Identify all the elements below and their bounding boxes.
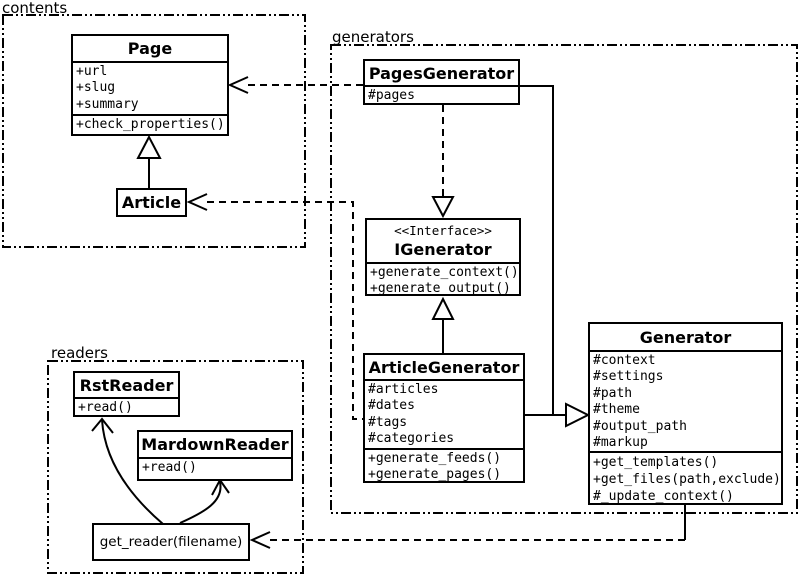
methods-compartment-articlegenerator: +generate_feeds() +generate_pages() [365,450,523,481]
class-title-mardownreader: MardownReader [139,432,291,459]
attribute-row: #settings [593,369,664,385]
dependency-arrow-generator-to-getreader [249,505,686,549]
method-row: +generate_output() [370,281,511,294]
attributes-compartment-page: +url +slug +summary [73,63,227,116]
attribute-row: #categories [368,431,455,447]
inheritance-arrow-article-to-page [136,134,162,188]
class-title-pagesgenerator: PagesGenerator [365,61,518,87]
method-row: +check_properties() [76,117,225,132]
package-border-generators [330,44,798,514]
methods-compartment-mardownreader: +read() [139,459,291,479]
attributes-compartment-articlegenerator: #articles #dates #tags #categories [365,381,523,450]
class-box-article: Article [116,188,187,217]
dependency-arrow-articlegenerator-to-article [186,193,363,420]
package-border-contents [2,14,306,248]
class-title-page: Page [73,36,227,63]
method-row: +generate_feeds() [368,451,502,466]
method-row: +read() [78,400,133,415]
attribute-row: #tags [368,414,408,430]
attributes-compartment-pagesgenerator: #pages [365,87,518,103]
methods-compartment-igenerator: +generate_context() +generate_output() [367,264,519,294]
package-label-readers: readers [51,344,108,362]
package-label-generators: generators [332,28,414,46]
attribute-row: #output_path [593,418,687,434]
methods-compartment-rstreader: +read() [75,399,178,415]
method-row: +generate_pages() [368,467,502,481]
class-box-page: Page +url +slug +summary +check_properti… [71,34,229,136]
attribute-row: #context [593,353,656,368]
method-row: +generate_context() [370,265,519,280]
curved-arrow-getreader-to-rstreader [91,417,164,525]
attribute-row: #theme [593,402,640,418]
methods-compartment-generator: +get_templates() +get_files(path,exclude… [590,453,781,503]
inheritance-arrow-articlegenerator-to-igenerator [431,296,455,353]
class-box-pagesgenerator: PagesGenerator #pages [363,59,520,105]
attribute-row: +slug [76,80,116,96]
attribute-row: #path [593,385,633,401]
function-label-get-reader: get_reader(filename) [99,534,243,550]
attribute-row: #markup [593,435,648,451]
method-row: +get_templates() [593,455,719,470]
attributes-compartment-generator: #context #settings #path #theme #output_… [590,352,781,453]
class-title-generator: Generator [590,324,781,352]
inheritance-arrow-generators-to-generator [520,85,591,428]
attribute-row: #articles [368,382,439,397]
class-box-mardownreader: MardownReader +read() [137,430,293,481]
method-row: +get_files(path,exclude) [593,472,781,487]
attribute-row: #pages [368,88,415,103]
function-box-get-reader: get_reader(filename) [92,523,250,561]
method-row: #_update_context() [593,489,734,503]
class-title-article: Article [121,193,182,212]
class-title-articlegenerator: ArticleGenerator [365,355,523,381]
stereotype-label: <<Interface>> [394,222,492,238]
class-box-articlegenerator: ArticleGenerator #articles #dates #tags … [363,353,525,483]
attribute-row: +url [76,64,108,79]
package-border-readers [47,360,304,574]
methods-compartment-page: +check_properties() [73,116,227,134]
attribute-row: +summary [76,96,139,112]
dependency-arrow-pagesgenerator-to-page [227,76,363,94]
realization-arrow-pagesgenerator-to-igenerator [431,105,455,219]
class-title-rstreader: RstReader [75,373,178,399]
package-label-contents: contents [2,0,68,17]
class-box-generator: Generator #context #settings #path #them… [588,322,783,505]
class-title-igenerator-name: IGenerator [394,239,492,259]
attribute-row: #dates [368,398,415,414]
class-box-rstreader: RstReader +read() [73,371,180,417]
curved-arrow-getreader-to-mardownreader [179,478,230,524]
class-box-igenerator: <<Interface>> IGenerator +generate_conte… [365,218,521,296]
class-title-igenerator: <<Interface>> IGenerator [367,220,519,264]
method-row: +read() [142,460,197,475]
